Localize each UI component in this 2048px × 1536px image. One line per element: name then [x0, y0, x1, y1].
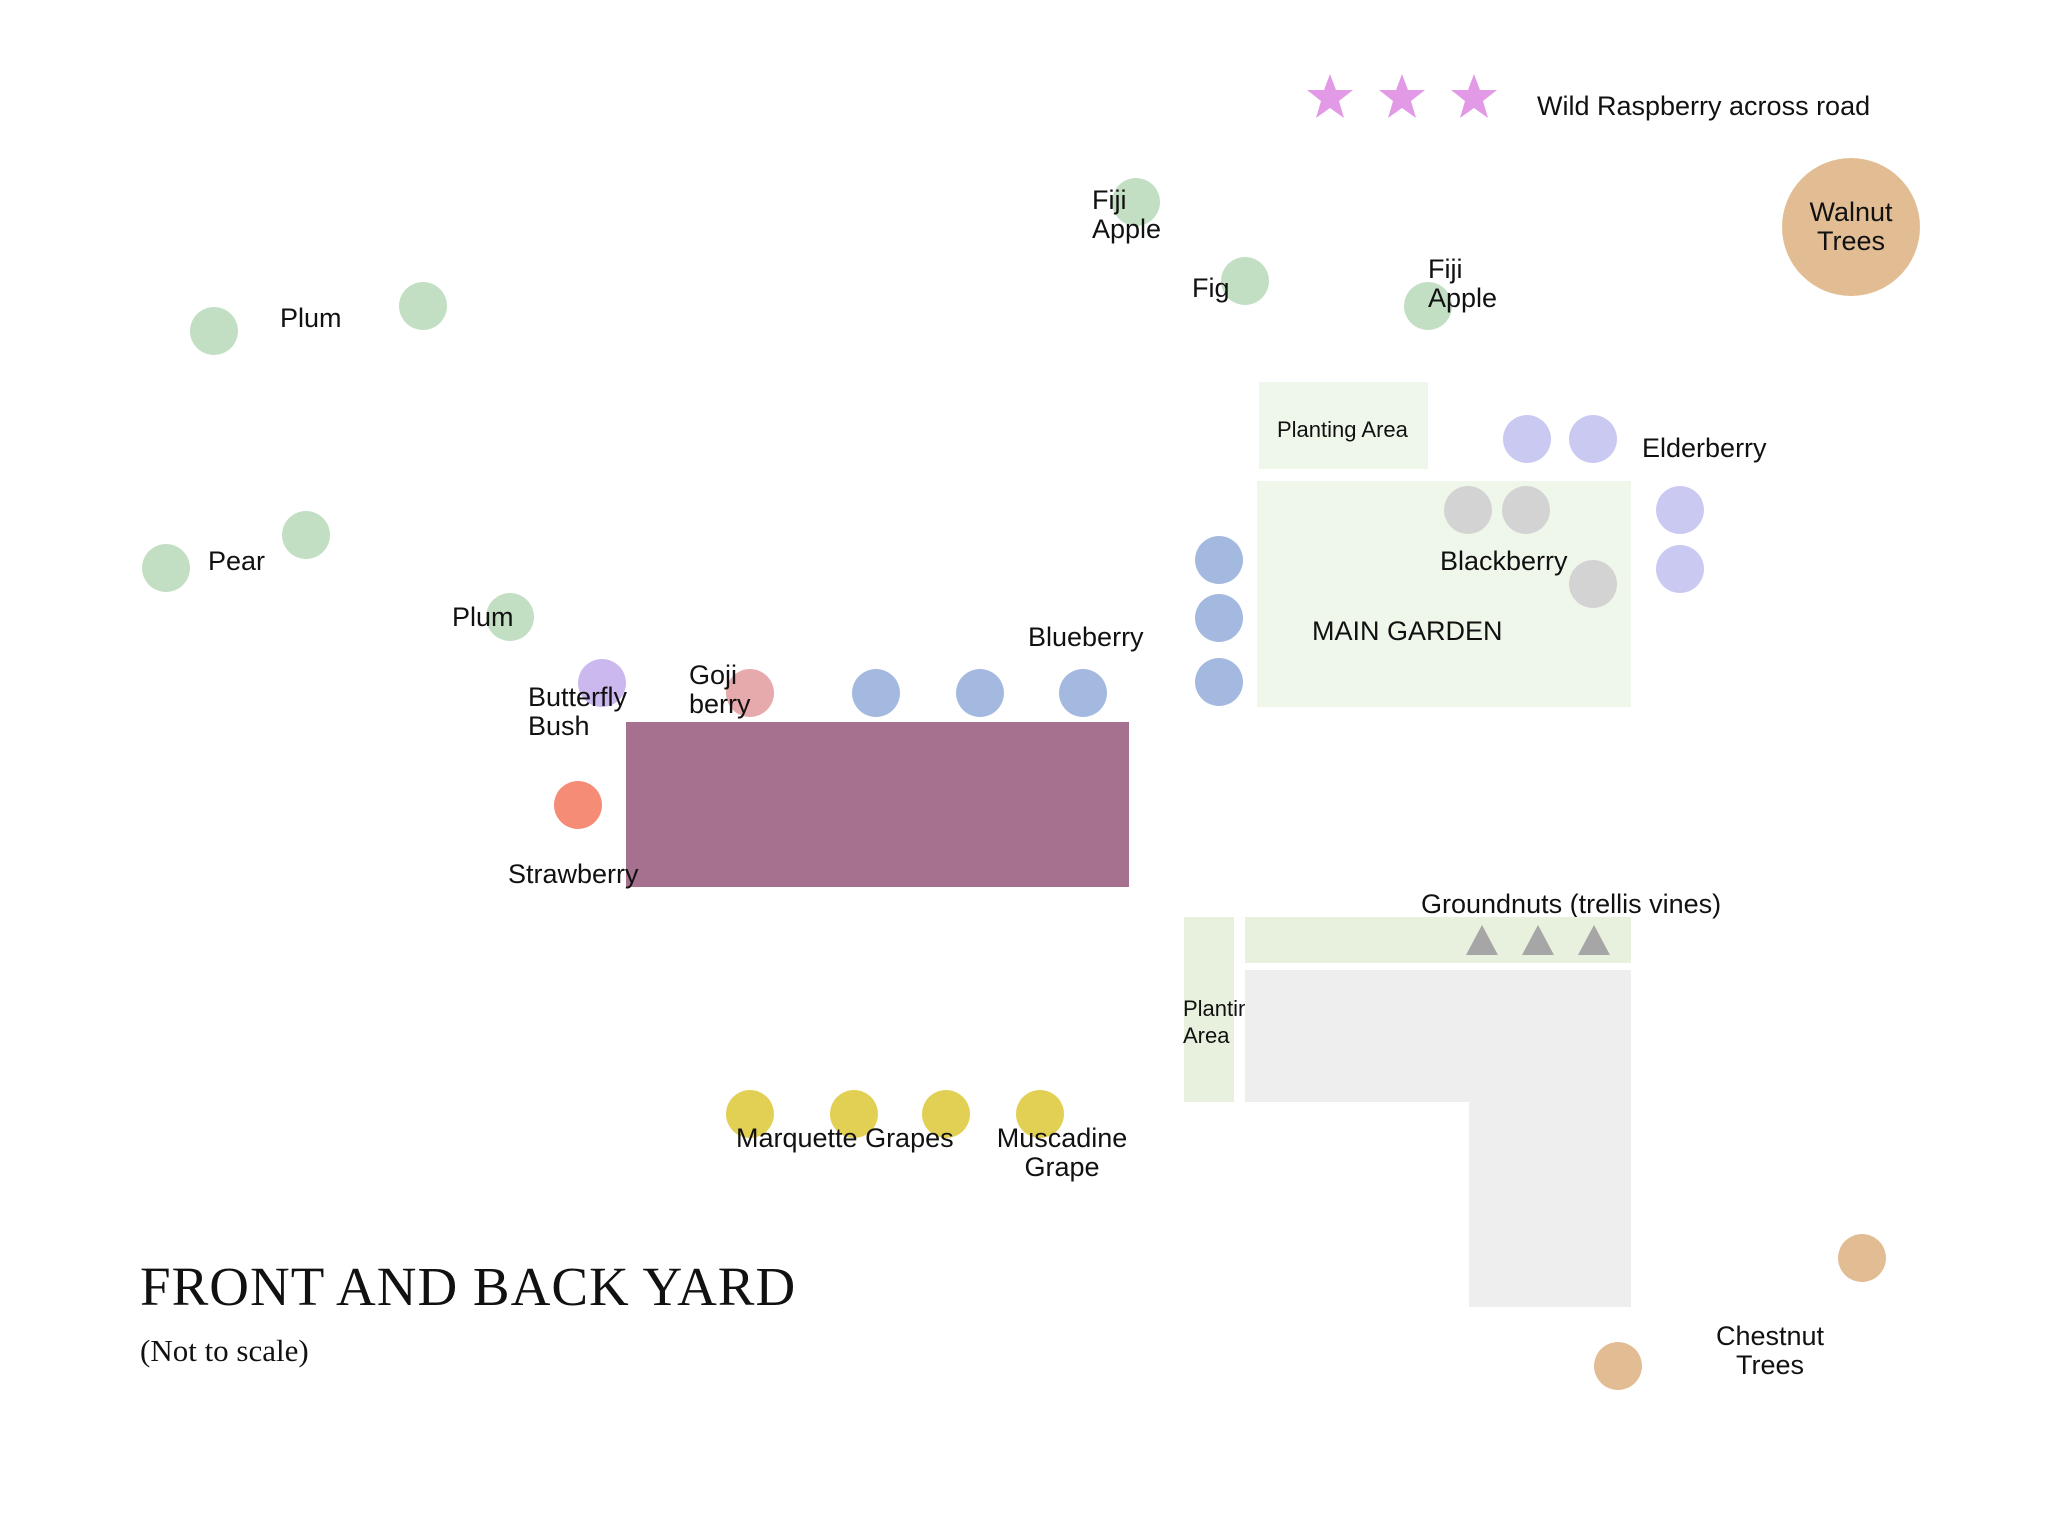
goji-berry-label: Goji berry — [689, 660, 751, 719]
fig-label: Fig — [1192, 273, 1230, 303]
goji-berry-bush — [726, 669, 774, 717]
star-icon — [1379, 74, 1425, 118]
elderberry-bush — [1656, 545, 1704, 593]
house — [626, 722, 1129, 887]
blueberry-bush — [956, 669, 1004, 717]
blueberry-bush — [1059, 669, 1107, 717]
chestnut-tree — [1594, 1342, 1642, 1390]
blueberry-bush — [1195, 536, 1243, 584]
triangle-icon — [1522, 925, 1554, 955]
muscadine-grape-vine — [1016, 1090, 1064, 1138]
triangle-icon — [1578, 925, 1610, 955]
blackberry-bush — [1569, 560, 1617, 608]
chestnut-tree — [1838, 1234, 1886, 1282]
star-icon — [1307, 74, 1353, 118]
groundnuts-label: Groundnuts (trellis vines) — [1421, 889, 1722, 919]
marquette-grape-vine — [922, 1090, 970, 1138]
wild-raspberry-label: Wild Raspberry across road — [1537, 91, 1871, 121]
plum-tree — [399, 282, 447, 330]
plum-label: Plum — [452, 602, 514, 632]
plum-tree — [486, 593, 534, 641]
planting-area-side — [1184, 917, 1234, 1102]
blueberry-label: Blueberry — [1028, 622, 1144, 652]
marquette-grapes-label: Marquette Grapes — [736, 1123, 954, 1153]
paved-area — [1245, 970, 1469, 1102]
blueberry-bush — [852, 669, 900, 717]
chestnut-trees-label: Chestnut Trees — [1715, 1321, 1825, 1380]
fiji-apple-tree — [1404, 282, 1452, 330]
elderberry-label: Elderberry — [1642, 433, 1767, 463]
main-garden — [1257, 481, 1631, 707]
butterfly-bush — [578, 659, 626, 707]
fiji-apple-tree — [1112, 178, 1160, 226]
elderberry-bush — [1656, 486, 1704, 534]
blackberry-bush — [1444, 486, 1492, 534]
main-garden-label: MAIN GARDEN — [1312, 616, 1503, 646]
marquette-grape-vine — [830, 1090, 878, 1138]
elderberry-bush — [1503, 415, 1551, 463]
plum-tree — [190, 307, 238, 355]
butterfly-bush-label: Butterfly Bush — [528, 682, 628, 741]
planting-area-label: Planting Area — [1277, 417, 1408, 442]
blackberry-label: Blackberry — [1440, 546, 1568, 576]
paved-area — [1469, 970, 1631, 1307]
trellis-strip — [1245, 917, 1631, 963]
walnut-tree — [1782, 158, 1920, 296]
pear-tree — [142, 544, 190, 592]
elderberry-bush — [1569, 415, 1617, 463]
fiji-apple-label: Fiji Apple — [1428, 254, 1498, 313]
map-subtitle: (Not to scale) — [140, 1333, 309, 1368]
fig-tree — [1221, 257, 1269, 305]
fiji-apple-label: Fiji Apple — [1092, 185, 1162, 244]
planting-area-top — [1259, 382, 1428, 469]
strawberry-label: Strawberry — [508, 859, 639, 889]
marquette-grape-vine — [726, 1090, 774, 1138]
walnut-trees-label: Walnut Trees — [1809, 197, 1893, 256]
blueberry-bush — [1195, 594, 1243, 642]
star-icon — [1451, 74, 1497, 118]
pear-tree — [282, 511, 330, 559]
pear-label: Pear — [208, 546, 266, 576]
plum-label: Plum — [280, 303, 342, 333]
muscadine-grape-label: Muscadine Grape — [996, 1123, 1128, 1182]
blackberry-bush — [1502, 486, 1550, 534]
blueberry-bush — [1195, 658, 1243, 706]
map-title: FRONT AND BACK YARD — [140, 1256, 797, 1317]
wild-raspberry-stars — [1305, 72, 1515, 122]
triangle-icon — [1466, 925, 1498, 955]
strawberry-plant — [554, 781, 602, 829]
